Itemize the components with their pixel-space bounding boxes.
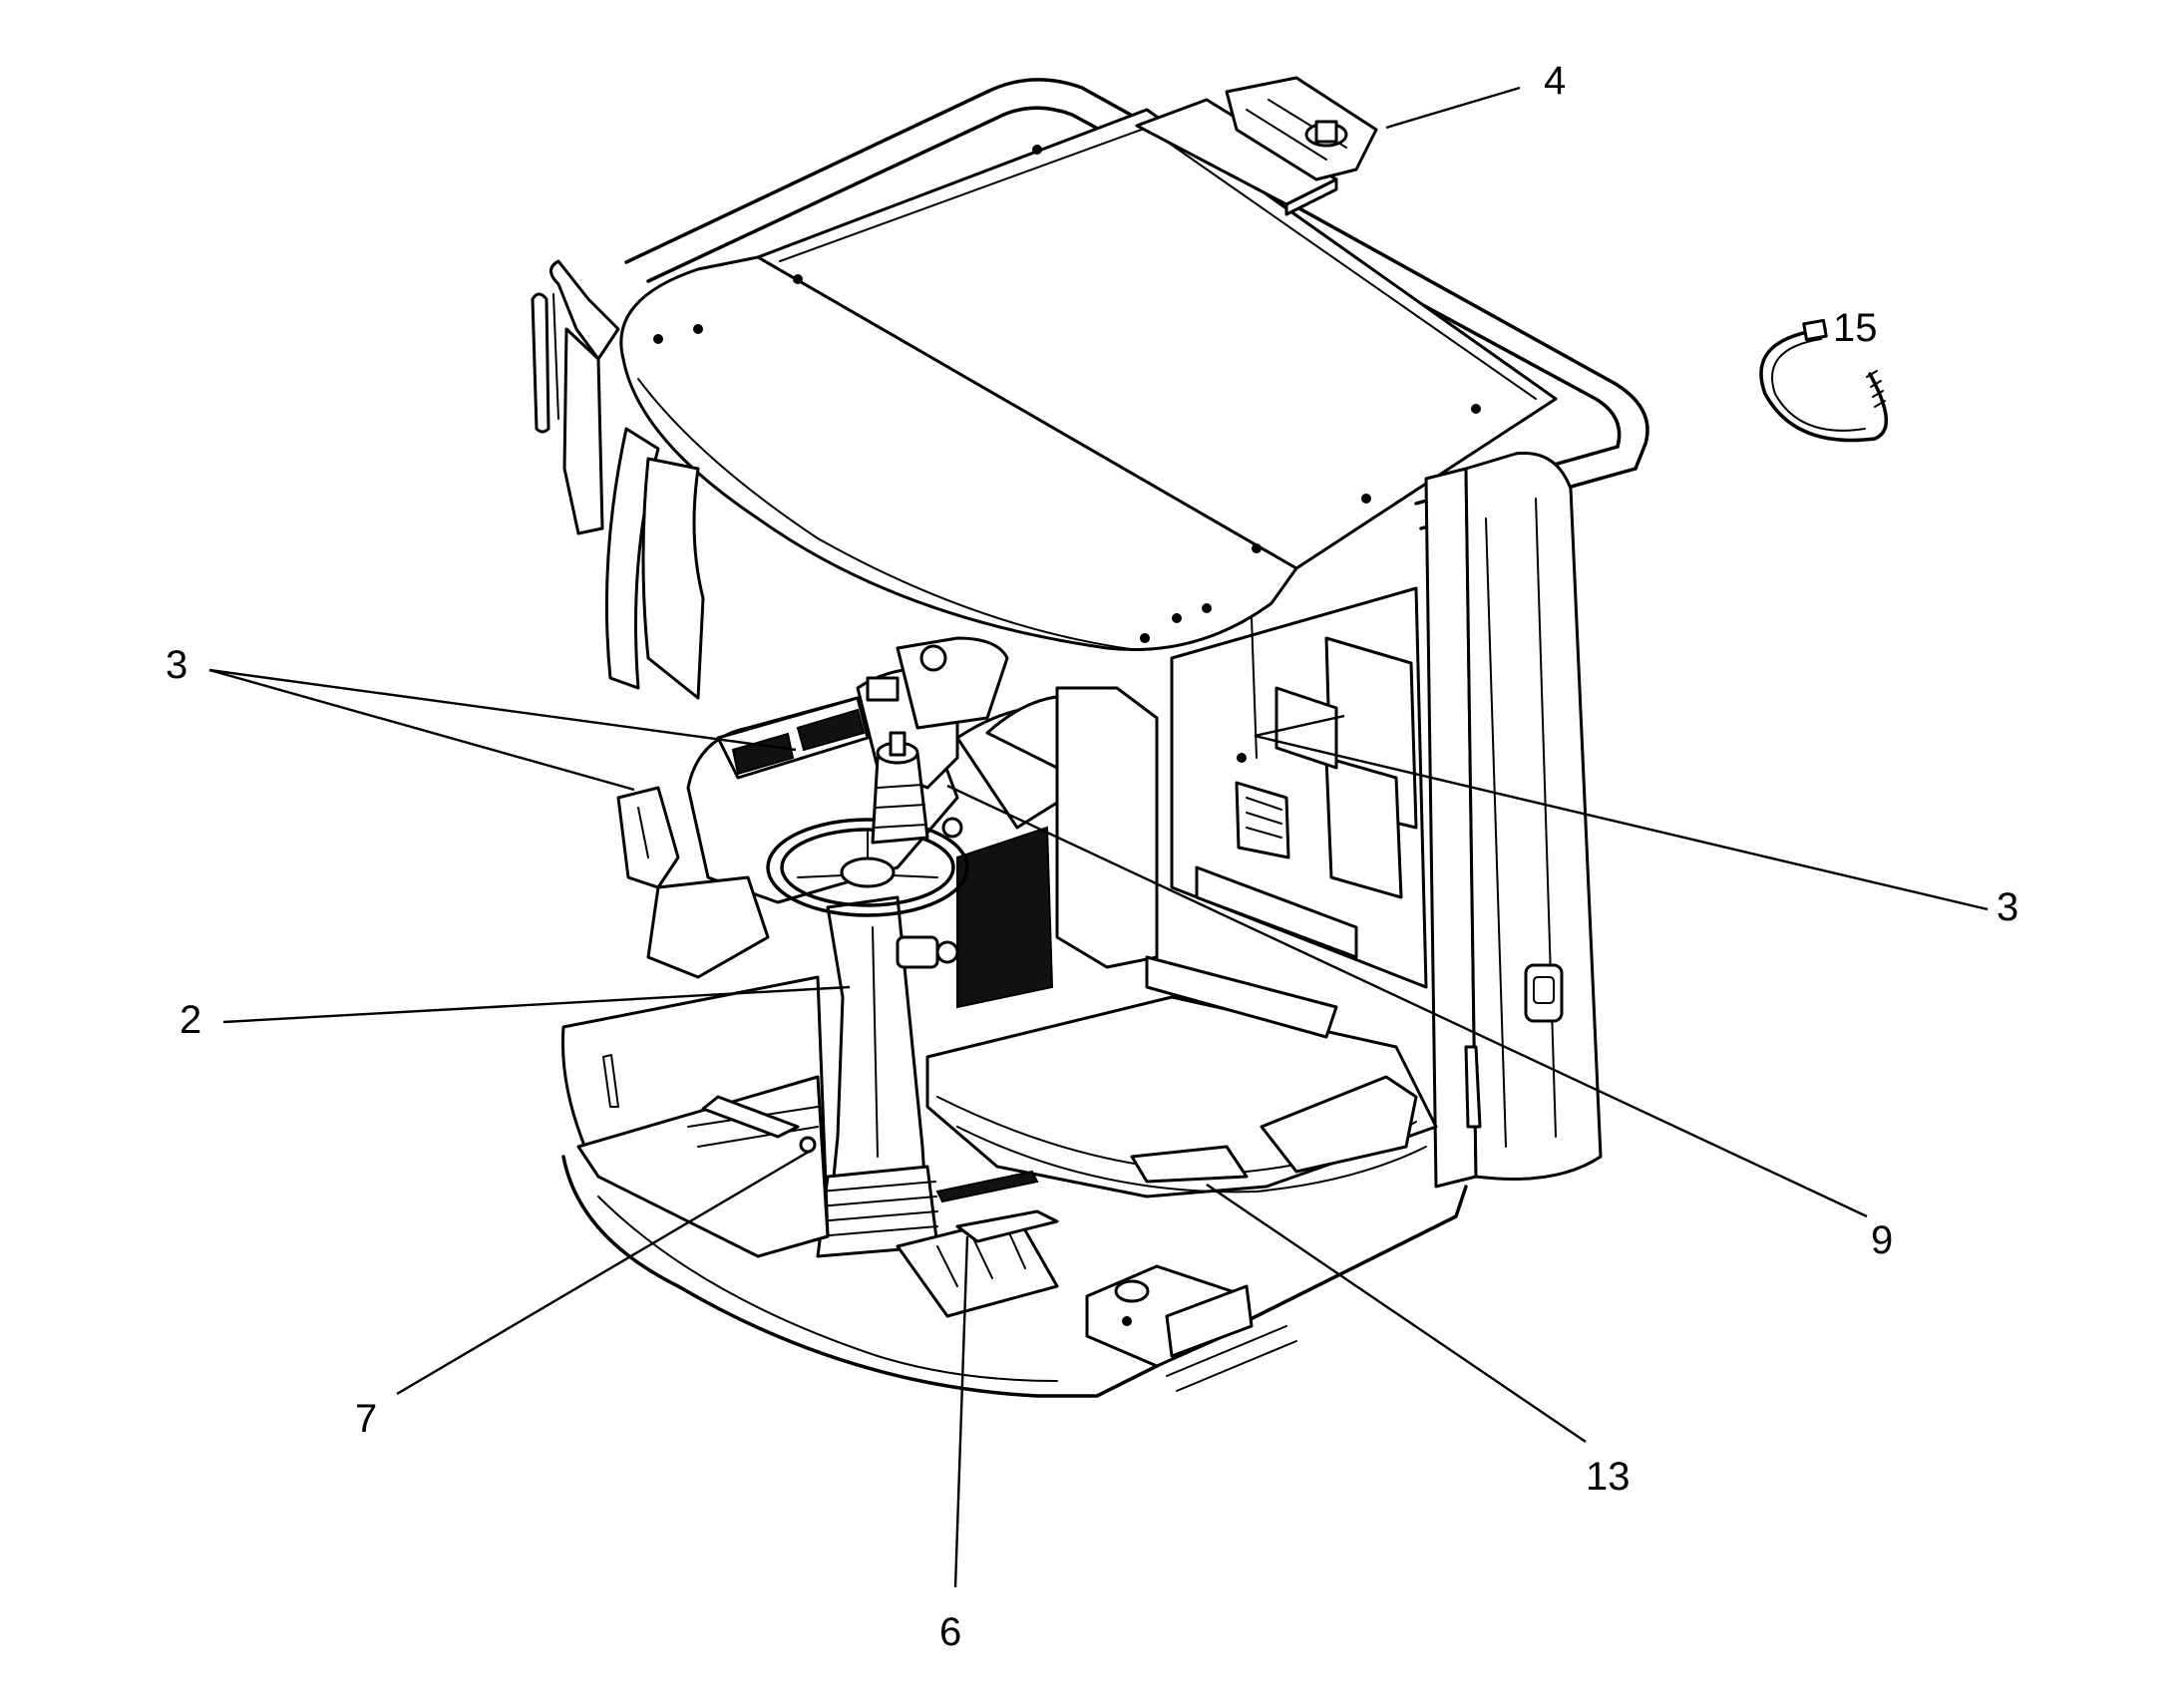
callout-7: 7 (355, 1397, 377, 1441)
cab-floor (560, 955, 1468, 1398)
leader-13 (1206, 1184, 1587, 1443)
leader-7 (396, 1147, 815, 1396)
callout-3-left: 3 (166, 643, 187, 687)
roll-bar-frame (531, 78, 1649, 535)
hose-clamp-item-15 (1759, 318, 1888, 443)
leader-3a-1 (208, 668, 797, 752)
leader-3a-2 (208, 668, 635, 792)
callout-3-right: 3 (1997, 885, 2018, 929)
leader-2 (222, 985, 851, 1024)
rear-electrical-panel (1170, 586, 1428, 989)
callout-4: 4 (1544, 59, 1566, 103)
callout-6: 6 (939, 1610, 961, 1654)
callout-9: 9 (1871, 1218, 1893, 1262)
cab-body (604, 427, 1603, 1189)
leader-3b-1 (1254, 734, 1989, 911)
callout-labels: 4 15 3 3 2 9 7 13 6 (166, 59, 2018, 1654)
rear-bracket-item-4 (1135, 76, 1378, 216)
leader-9 (946, 784, 1868, 1218)
roof-panel (619, 108, 1558, 652)
steering-column-item-2 (766, 731, 969, 1258)
callout-13: 13 (1586, 1455, 1631, 1499)
leader-3b-2 (1254, 714, 1345, 738)
leader-6 (953, 1235, 969, 1588)
callout-2: 2 (180, 998, 201, 1042)
callout-15: 15 (1833, 306, 1878, 350)
leader-lines (208, 86, 1989, 1588)
leader-4 (1385, 86, 1521, 130)
